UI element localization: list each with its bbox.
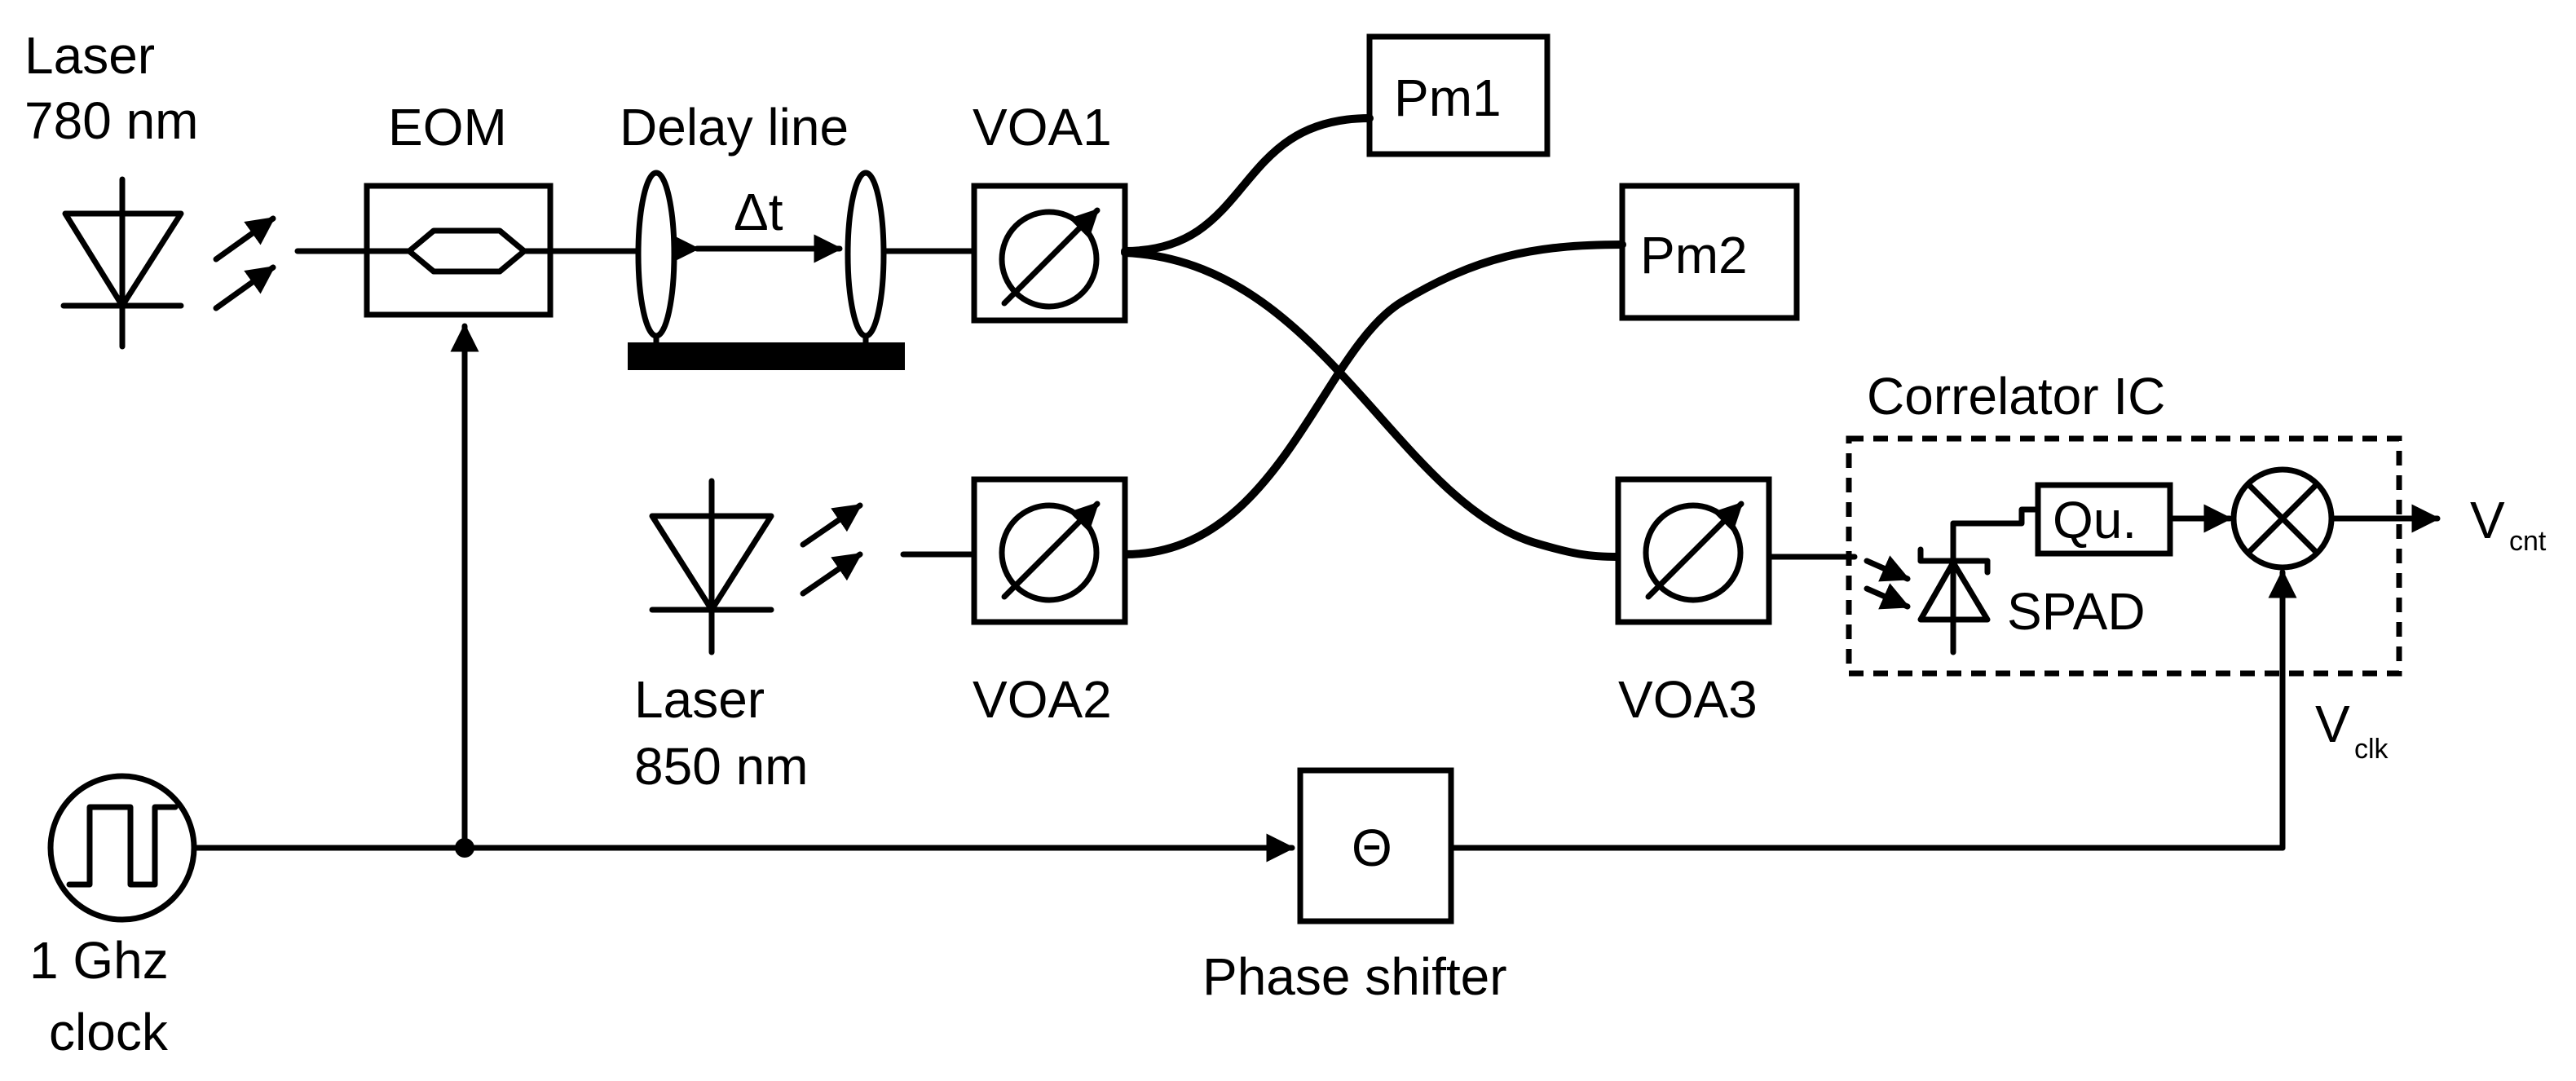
emission-arrows-icon (1864, 555, 1911, 610)
delay-line-label: Delay line (620, 98, 849, 157)
v-clk-subscript: clk (2354, 734, 2389, 765)
attenuator-icon (999, 501, 1101, 603)
v-clk-label: V (2315, 695, 2350, 753)
voa1-attenuator: VOA1 (971, 98, 1128, 324)
emission-arrows-icon (800, 502, 863, 597)
correlator-ic: Correlator IC SPAD Qu. (1846, 367, 2402, 677)
emission-arrows-icon (213, 215, 276, 311)
correlator-ic-boundary (1846, 435, 2402, 677)
clock-source: 1 Ghz clock (29, 773, 197, 1061)
fiber-coupler (1121, 114, 1626, 561)
delay-line: Delay line Δt (620, 98, 905, 370)
phase-shifter: Θ Phase shifter (1202, 767, 1507, 1006)
voa3-attenuator: VOA3 (1615, 476, 1772, 729)
power-meter-pm1: Pm1 (1366, 33, 1550, 157)
delta-t-label: Δt (734, 183, 783, 241)
v-cnt-subscript: cnt (2509, 526, 2547, 557)
mixer-icon (2230, 466, 2335, 571)
phase-shifter-label: Phase shifter (1202, 947, 1507, 1006)
eom-label: EOM (388, 98, 507, 157)
delay-line-rail (628, 342, 905, 370)
attenuator-icon (999, 207, 1101, 310)
theta-symbol: Θ (1352, 818, 1392, 877)
laser780-label-line2: 780 nm (24, 91, 198, 150)
mach-zehnder-icon (364, 227, 554, 275)
pm2-label: Pm2 (1640, 226, 1748, 285)
laser780-label-line1: Laser (24, 26, 155, 85)
quantizer-qu: Qu. (2035, 482, 2173, 557)
voa3-label: VOA3 (1618, 670, 1758, 729)
laser-780nm: Laser 780 nm (24, 26, 276, 350)
power-meter-pm2: Pm2 (1619, 183, 1800, 321)
clock-label-line1: 1 Ghz (29, 931, 169, 990)
clock-label-line2: clock (49, 1003, 169, 1061)
spad-label: SPAD (2007, 582, 2146, 641)
voa2-label: VOA2 (973, 670, 1112, 729)
qu-label: Qu. (2053, 491, 2137, 549)
laser850-label-line1: Laser (634, 670, 765, 729)
pm1-label: Pm1 (1394, 68, 1502, 127)
square-wave-icon (66, 804, 179, 888)
laser850-label-line2: 850 nm (634, 737, 808, 796)
laser-diode-icon (60, 176, 184, 350)
voa1-label: VOA1 (973, 98, 1112, 157)
laser-850nm: Laser 850 nm (634, 478, 863, 796)
v-cnt-label: V (2470, 491, 2505, 549)
correlator-ic-label: Correlator IC (1867, 367, 2165, 426)
eom-modulator: EOM (364, 98, 554, 318)
voa2-attenuator: VOA2 (971, 476, 1128, 729)
attenuator-icon (1643, 501, 1745, 603)
spad-diode-icon (1917, 520, 1991, 655)
laser-diode-icon (649, 478, 774, 655)
